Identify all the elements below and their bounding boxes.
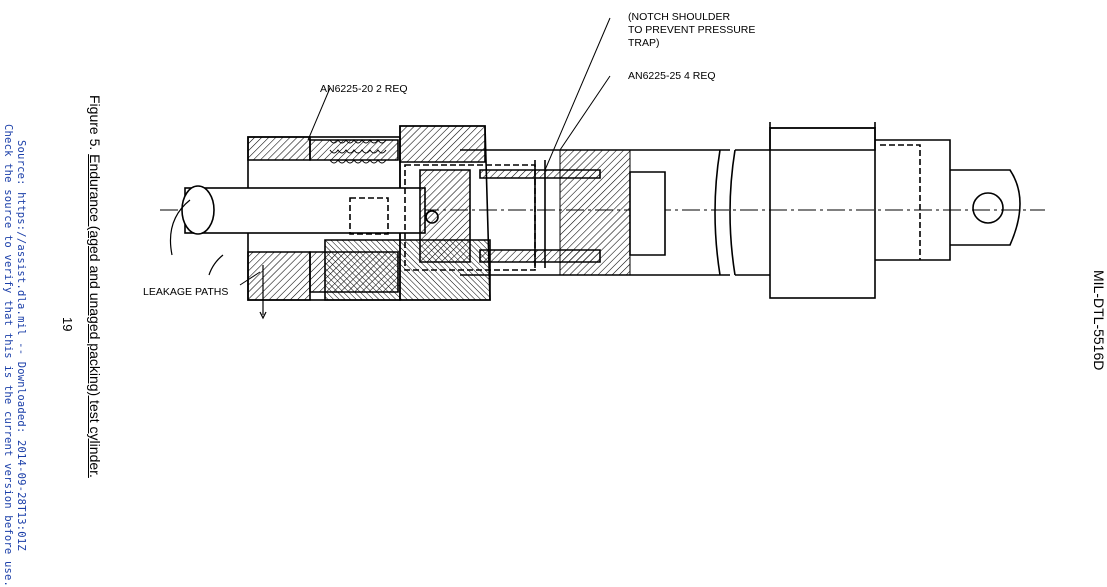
callout-an20: AN6225-20 2 REQ <box>320 83 408 95</box>
end-cap <box>735 122 1021 299</box>
piston-rod <box>181 185 439 235</box>
page-number: 19 <box>60 317 75 332</box>
document-id: MIL-DTL-5516D <box>1091 270 1107 371</box>
source-line: Source: https://assist.dla.mil -- Downlo… <box>15 140 27 551</box>
figure-caption-prefix: Figure 5. <box>87 95 103 151</box>
figure-caption: Figure 5. Endurance (aged and unaged pac… <box>87 95 103 478</box>
leader-lines <box>239 17 611 286</box>
verify-source-line: Check the source to verify that this is … <box>2 124 14 587</box>
callout-notch-2: TO PREVENT PRESSURE <box>628 24 755 36</box>
callout-notch-1: (NOTCH SHOULDER <box>628 11 731 23</box>
callout-notch-3: TRAP) <box>628 37 660 49</box>
test-cylinder-drawing: (NOTCH SHOULDER TO PREVENT PRESSURE TRAP… <box>143 11 1045 320</box>
leakage-arrows <box>169 199 267 320</box>
cylinder-barrel <box>460 149 736 276</box>
thread-section <box>329 139 387 164</box>
figure-caption-title: Endurance (aged and unaged packing) test… <box>87 154 103 478</box>
callout-an25: AN6225-25 4 REQ <box>628 70 716 82</box>
callout-leakage: LEAKAGE PATHS <box>143 286 228 298</box>
